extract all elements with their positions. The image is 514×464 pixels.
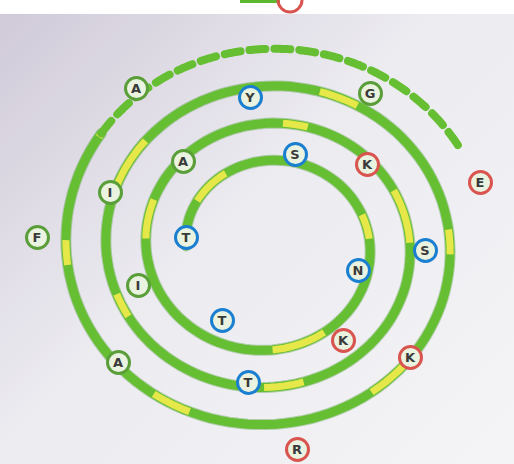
circle-letter: N <box>353 264 364 277</box>
partial-circle <box>278 0 302 12</box>
circle-letter: R <box>292 443 302 456</box>
letter-circle: A <box>106 350 131 375</box>
letter-circle: I <box>126 273 151 298</box>
spiral-highlight <box>66 86 450 425</box>
letter-circle: K <box>331 328 356 353</box>
circle-letter: Y <box>245 91 254 104</box>
circle-letter: A <box>131 82 141 95</box>
letter-circle: T <box>174 225 199 250</box>
letter-circle: G <box>358 81 383 106</box>
letter-circle: F <box>25 225 50 250</box>
letter-circle: A <box>124 76 149 101</box>
circle-letter: G <box>365 87 376 100</box>
top-line <box>240 0 280 3</box>
circle-letter: I <box>136 279 141 292</box>
circle-letter: K <box>405 351 415 364</box>
spiral-dashed-end <box>101 49 459 148</box>
circle-letter: S <box>420 244 429 257</box>
letter-circle: T <box>210 308 235 333</box>
letter-circle: T <box>236 370 261 395</box>
circle-letter: F <box>33 231 42 244</box>
circle-letter: K <box>338 334 348 347</box>
letter-circle: I <box>98 180 123 205</box>
circle-letter: T <box>182 231 191 244</box>
letter-circle: K <box>398 345 423 370</box>
circle-letter: E <box>476 176 485 189</box>
circle-letter: A <box>113 356 123 369</box>
circle-letter: I <box>108 186 113 199</box>
letter-circle: N <box>346 258 371 283</box>
circle-letter: A <box>178 155 188 168</box>
letter-circle: A <box>171 149 196 174</box>
letter-circle: K <box>355 152 380 177</box>
circle-letter: S <box>290 148 299 161</box>
letter-circle: S <box>413 238 438 263</box>
circle-letter: T <box>218 314 227 327</box>
circle-letter: K <box>362 158 372 171</box>
circle-letter: T <box>244 376 253 389</box>
letter-circle: Y <box>238 85 263 110</box>
letter-circle: E <box>468 170 493 195</box>
letter-circle: R <box>285 437 310 462</box>
spiral-shadow <box>66 86 450 425</box>
spiral-line <box>66 86 450 425</box>
letter-circle: S <box>283 142 308 167</box>
